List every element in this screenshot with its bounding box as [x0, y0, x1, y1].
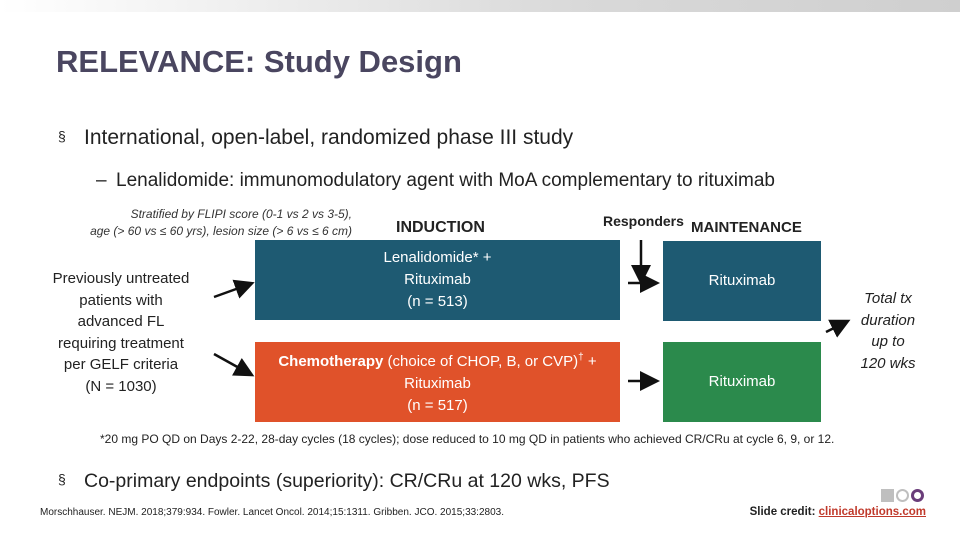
arm-line: Rituximab: [404, 375, 471, 392]
maintenance-box-top: Rituximab: [663, 241, 821, 321]
total-duration-note: Total tx duration up to 120 wks: [850, 288, 926, 374]
arm-line: Lenalidomide* +: [383, 249, 492, 266]
chemo-plus: +: [583, 353, 597, 370]
maintenance-header: MAINTENANCE: [691, 219, 802, 236]
logo-square-gray: [881, 489, 894, 502]
references: Morschhauser. NEJM. 2018;379:934. Fowler…: [40, 507, 504, 518]
maintenance-box-bottom: Rituximab: [663, 342, 821, 422]
dash-marker: –: [96, 170, 107, 191]
stratification-note: Stratified by FLIPI score (0-1 vs 2 vs 3…: [72, 206, 352, 240]
responders-header: Responders: [603, 213, 684, 229]
induction-header: INDUCTION: [396, 219, 485, 236]
arrow-to-chemotherapy: [213, 352, 255, 377]
patient-line: advanced FL: [77, 313, 165, 330]
patient-line: per GELF criteria: [63, 356, 179, 373]
strat-line-2: age (> 60 vs ≤ 60 yrs), lesion size (> 6…: [90, 224, 352, 238]
footnote: *20 mg PO QD on Days 2-22, 28-day cycles…: [100, 432, 835, 446]
arrow-to-lenalidomide: [213, 279, 255, 299]
chemo-choice: (choice of CHOP, B, or CVP): [383, 353, 579, 370]
duration-line: up to: [871, 333, 905, 350]
dagger-mark: †: [578, 352, 584, 363]
bullet-endpoints: § Co-primary endpoints (superiority): CR/…: [58, 470, 610, 493]
patient-line: Previously untreated: [52, 270, 190, 287]
bullet-text: Co-primary endpoints (superiority): CR/C…: [84, 470, 610, 492]
chemotherapy-arm-box: Chemotherapy (choice of CHOP, B, or CVP)…: [255, 342, 620, 422]
chemo-label: Chemotherapy: [278, 353, 384, 370]
strat-line-1: Stratified by FLIPI score (0-1 vs 2 vs 3…: [130, 207, 352, 221]
lenalidomide-arm-box: Lenalidomide* + Rituximab (n = 513): [255, 240, 620, 320]
arm-line: Rituximab: [404, 271, 471, 288]
sub-bullet-text: Lenalidomide: immunomodulatory agent wit…: [116, 170, 775, 191]
patient-line: requiring treatment: [58, 334, 184, 352]
sub-bullet-lenalidomide: –Lenalidomide: immunomodulatory agent wi…: [96, 170, 775, 192]
cco-logo: [881, 489, 924, 502]
bullet-study-type: § International, open-label, randomized p…: [58, 126, 573, 150]
arm-line: Chemotherapy (choice of CHOP, B, or CVP)…: [278, 347, 596, 373]
duration-line: duration: [860, 311, 916, 329]
patient-line: patients with: [79, 291, 163, 309]
bullet-marker: §: [58, 471, 66, 487]
bullet-text: International, open-label, randomized ph…: [84, 126, 574, 149]
credit-label: Slide credit:: [749, 506, 819, 518]
slide-title: RELEVANCE: Study Design: [56, 44, 462, 79]
patient-population: Previously untreated patients with advan…: [40, 268, 202, 397]
duration-line: Total tx: [864, 290, 912, 307]
slide-credit: Slide credit: clinicaloptions.com: [750, 506, 926, 518]
bullet-marker: §: [58, 128, 66, 144]
top-gradient-bar: [0, 0, 960, 12]
duration-line: 120 wks: [860, 354, 916, 372]
arrow-to-total: [825, 319, 851, 338]
arm-n: (n = 513): [407, 293, 468, 310]
logo-square-purple: [911, 489, 924, 502]
credit-link[interactable]: clinicaloptions.com: [818, 506, 926, 518]
patient-line: (N = 1030): [85, 377, 157, 395]
logo-square-outline: [896, 489, 909, 502]
arm-n: (n = 517): [407, 397, 468, 414]
